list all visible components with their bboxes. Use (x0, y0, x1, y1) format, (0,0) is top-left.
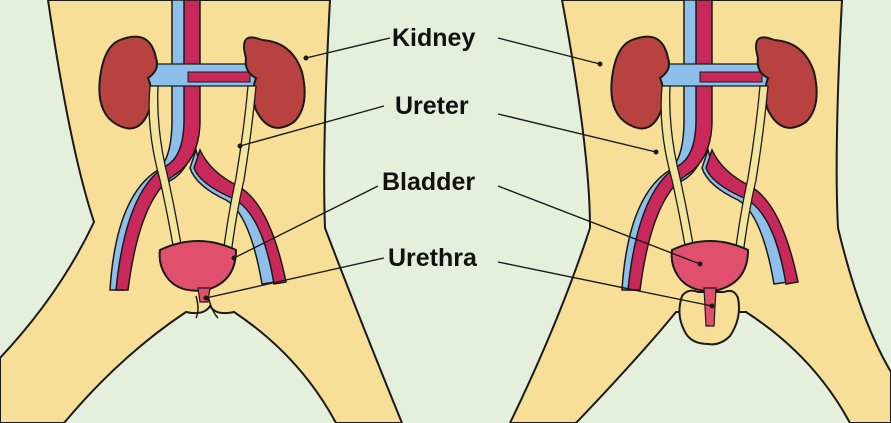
label-urethra: Urethra (388, 246, 477, 271)
right-figure (510, 0, 891, 423)
label-kidney: Kidney (392, 26, 475, 51)
label-bladder: Bladder (382, 170, 475, 195)
label-ureter: Ureter (395, 94, 469, 119)
left-figure (0, 0, 402, 423)
